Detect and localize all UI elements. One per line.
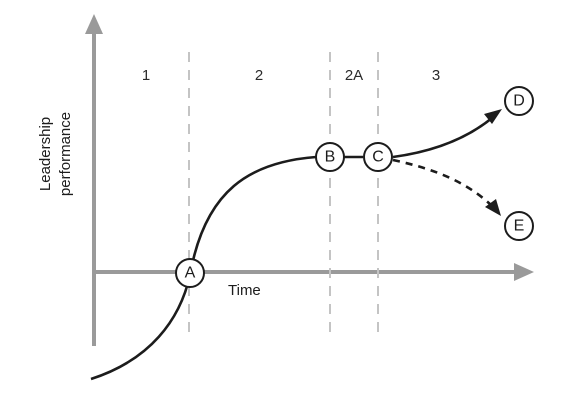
point-a: A bbox=[175, 258, 205, 288]
point-d-label: D bbox=[513, 93, 525, 110]
point-b: B bbox=[315, 142, 345, 172]
point-c-label: C bbox=[372, 149, 384, 166]
performance-curve-main bbox=[90, 155, 363, 381]
y-axis-label-line1: Leadership bbox=[37, 117, 54, 191]
y-axis-label-line2: performance bbox=[57, 112, 74, 196]
point-d: D bbox=[504, 86, 534, 116]
performance-curve-branch-d bbox=[392, 116, 493, 159]
point-a-label: A bbox=[185, 265, 196, 282]
point-e-label: E bbox=[514, 218, 525, 235]
point-c: C bbox=[363, 142, 393, 172]
arrowhead-d bbox=[484, 109, 502, 124]
x-axis-label: Time bbox=[228, 282, 261, 299]
performance-curve-branch-e bbox=[392, 158, 493, 207]
point-e: E bbox=[504, 211, 534, 241]
y-axis-arrowhead bbox=[85, 14, 103, 34]
point-b-label: B bbox=[325, 149, 336, 166]
phase-label-3: 3 bbox=[432, 67, 440, 84]
phase-label-2a: 2A bbox=[345, 67, 363, 84]
phase-label-2: 2 bbox=[255, 67, 263, 84]
x-axis-arrowhead bbox=[514, 263, 534, 281]
phase-label-1: 1 bbox=[142, 67, 150, 84]
arrowhead-e bbox=[485, 199, 501, 216]
